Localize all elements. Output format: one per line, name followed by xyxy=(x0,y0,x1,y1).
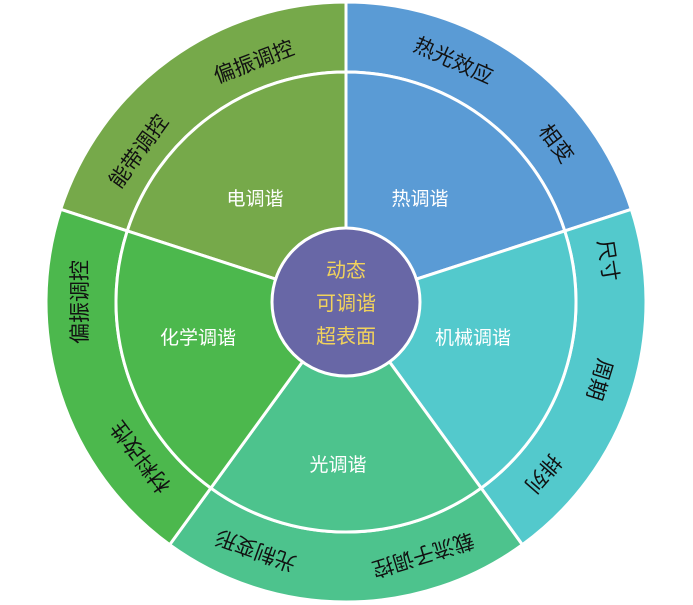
sector-label: 电调谐 xyxy=(226,188,283,210)
inner-sector-1 xyxy=(344,70,567,305)
sector-label: 化学调谐 xyxy=(160,327,236,349)
sector-label: 机械调谐 xyxy=(435,327,511,349)
center-line-3: 超表面 xyxy=(316,324,376,348)
center-line-1: 动态 xyxy=(326,258,366,282)
sub-topic-label: 偏振调控 xyxy=(68,260,92,344)
inner-sector-3 xyxy=(208,299,484,534)
inner-sector-0 xyxy=(125,70,348,305)
center-circle xyxy=(270,226,422,378)
sector-label: 热调谐 xyxy=(391,188,448,210)
sector-label: 光调谐 xyxy=(309,454,366,476)
inner-ring xyxy=(114,70,578,534)
center-line-2: 可调谐 xyxy=(316,291,376,315)
